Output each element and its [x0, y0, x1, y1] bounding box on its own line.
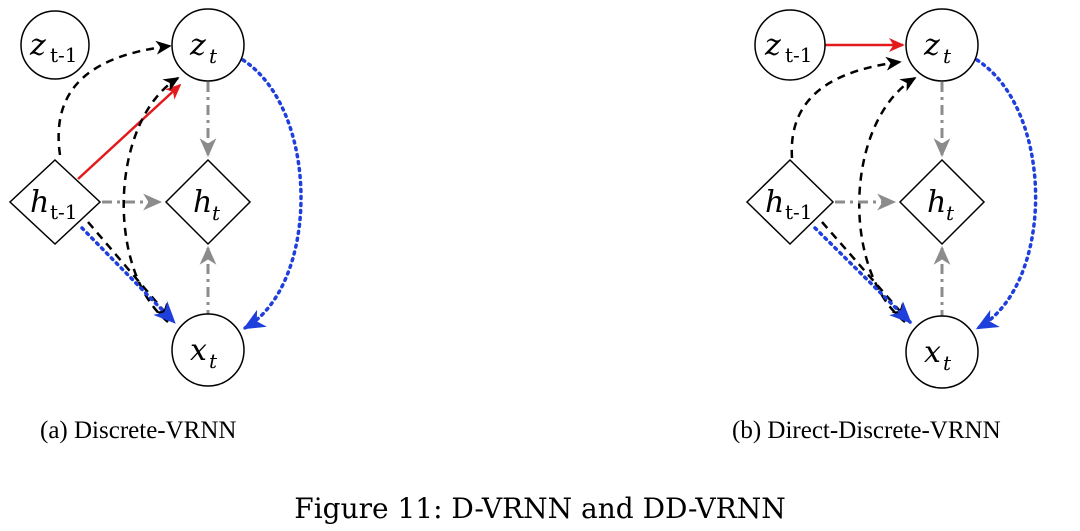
node-subscript: t — [209, 349, 218, 373]
subfigure-b: z t-1 z t h t-1 h t x t (b) Direct-Discr… — [732, 8, 1038, 444]
node-symbol: z — [29, 28, 46, 63]
node-symbol: x — [190, 333, 207, 368]
node-subscript: t-1 — [50, 43, 78, 67]
node-subscript: t — [943, 351, 952, 375]
edge-hprev-xt-dotted — [813, 226, 912, 324]
node-symbol: h — [927, 185, 946, 220]
node-h-prev: h t-1 — [8, 158, 102, 246]
edge-hprev-xt-dashed — [821, 221, 908, 320]
edge-xt-zt-dashed — [122, 76, 180, 323]
node-symbol: h — [193, 185, 212, 220]
node-symbol: z — [764, 28, 781, 63]
node-x-t: x t — [905, 315, 979, 389]
node-symbol: z — [189, 28, 206, 63]
node-subscript: t — [209, 44, 218, 68]
node-z-prev: z t-1 — [20, 10, 90, 80]
node-z-prev: z t-1 — [754, 9, 826, 81]
edge-zt-xt-dotted — [241, 58, 303, 330]
node-symbol: h — [30, 185, 49, 220]
node-h-prev: h t-1 — [745, 158, 835, 246]
edges-a — [57, 40, 303, 330]
node-subscript: t-1 — [50, 200, 78, 224]
node-z-t: z t — [905, 8, 979, 82]
node-subscript: t-1 — [785, 200, 813, 224]
node-symbol: h — [765, 185, 784, 220]
edge-hprev-zt-red — [77, 83, 182, 180]
node-subscript: t — [943, 44, 952, 68]
node-x-t: x t — [171, 313, 245, 387]
node-subscript: t-1 — [785, 43, 813, 67]
edge-hprev-zt-dashed — [57, 40, 172, 156]
node-z-t: z t — [171, 8, 245, 82]
edges-b — [790, 38, 1038, 330]
node-subscript: t — [212, 201, 221, 225]
subfigure-caption-b: (b) Direct-Discrete-VRNN — [732, 417, 1001, 444]
subfigure-a: z t-1 z t h t-1 h t x t (a) Discrete-VRN… — [8, 8, 303, 444]
node-subscript: t — [946, 201, 955, 225]
node-h-t: h t — [164, 158, 252, 246]
edge-zt-xt-dotted — [975, 58, 1038, 330]
node-symbol: z — [923, 28, 940, 63]
edge-hprev-xt-dotted — [80, 226, 176, 324]
edge-hprev-zt-dashed — [790, 56, 902, 159]
node-symbol: x — [924, 335, 941, 370]
node-h-t: h t — [898, 158, 986, 246]
subfigure-caption-a: (a) Discrete-VRNN — [40, 417, 236, 444]
figure-caption: Figure 11: D-VRNN and DD-VRNN — [294, 492, 785, 525]
